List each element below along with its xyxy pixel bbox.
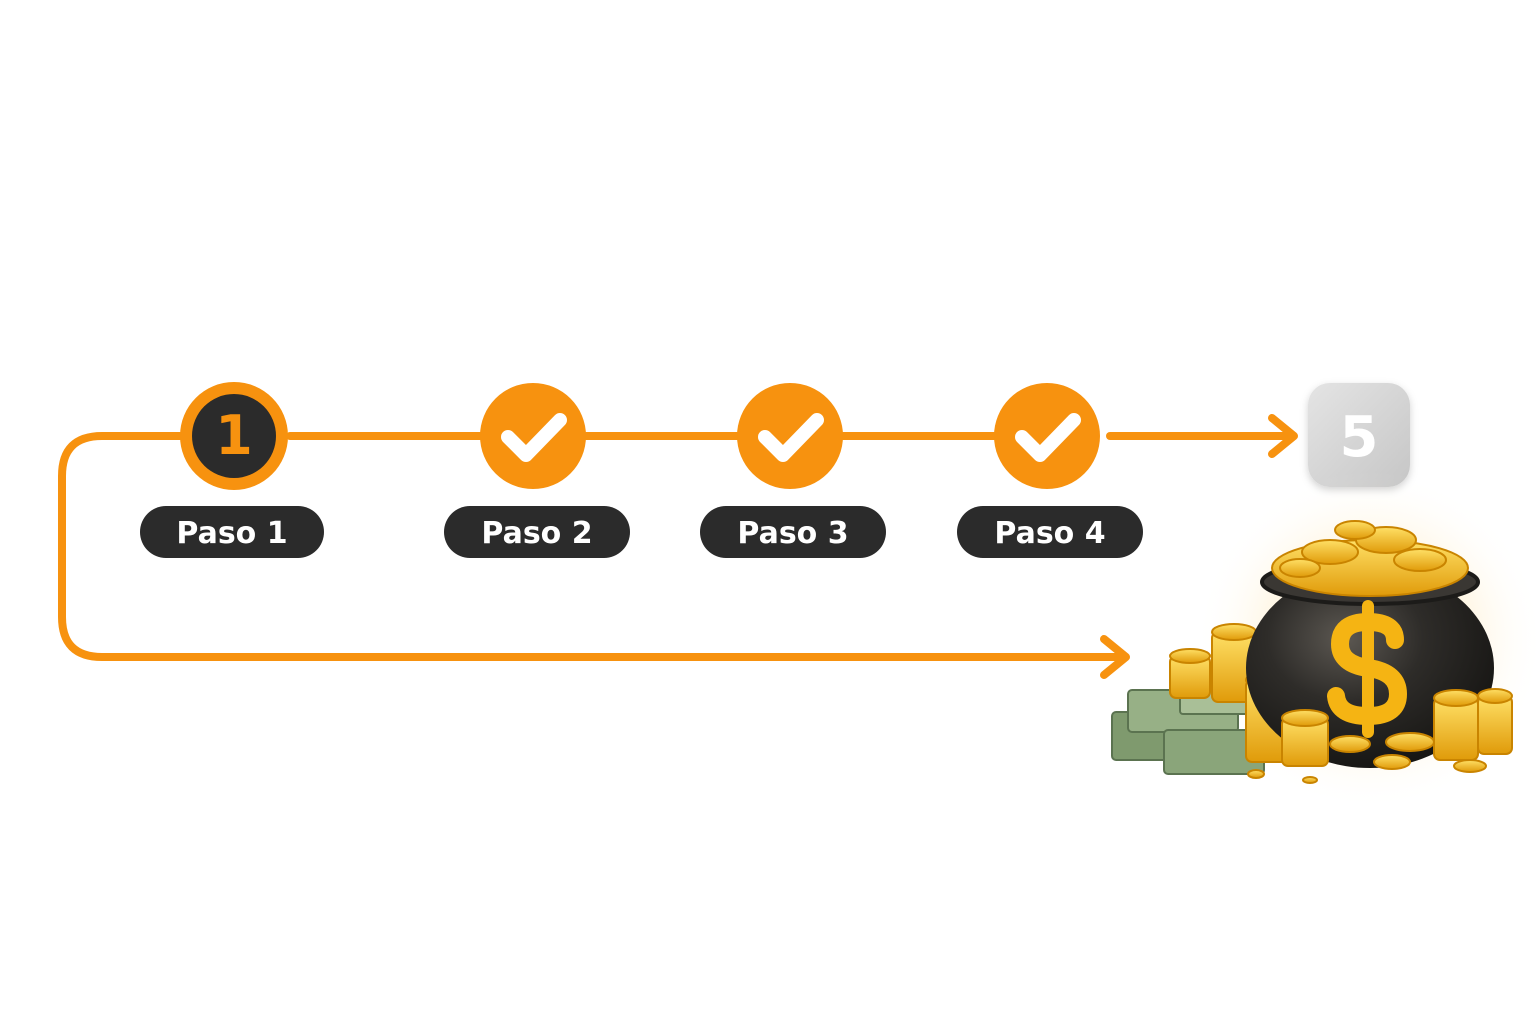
connector-lines — [58, 414, 1298, 679]
step-1-inner — [192, 394, 276, 478]
step-5-number: 5 — [1340, 405, 1379, 470]
step-4[interactable]: Paso 4 — [957, 383, 1143, 558]
step-4-marker — [994, 383, 1100, 489]
step-5-marker — [1308, 383, 1410, 487]
check-icon — [1015, 413, 1081, 462]
step-2[interactable]: Paso 2 — [444, 383, 630, 558]
step-3-label-pill — [700, 506, 886, 558]
check-icon — [758, 413, 824, 462]
pot-of-gold-icon — [1111, 470, 1536, 810]
dollar-emblem-icon — [1327, 600, 1408, 738]
step-3[interactable]: Paso 3 — [700, 383, 886, 558]
check-icon — [501, 413, 567, 462]
step-3-marker — [737, 383, 843, 489]
step-2-label: Paso 2 — [481, 516, 592, 551]
step-4-label: Paso 4 — [994, 516, 1105, 551]
step-2-label-pill — [444, 506, 630, 558]
step-1-number: 1 — [215, 404, 253, 467]
step-2-marker — [480, 383, 586, 489]
step-3-label: Paso 3 — [737, 516, 848, 551]
loop-connector-left — [58, 432, 1126, 661]
step-5[interactable]: 5 — [1308, 383, 1410, 487]
gold-heap — [1271, 520, 1469, 597]
connector-4-5-arrowhead — [1268, 414, 1298, 458]
coin-stack-right — [1247, 688, 1513, 784]
step-1-label: Paso 1 — [176, 516, 287, 551]
step-1[interactable]: 1 Paso 1 — [140, 382, 324, 558]
step-4-label-pill — [957, 506, 1143, 558]
loop-arrowhead — [1100, 635, 1130, 679]
step-1-label-pill — [140, 506, 324, 558]
